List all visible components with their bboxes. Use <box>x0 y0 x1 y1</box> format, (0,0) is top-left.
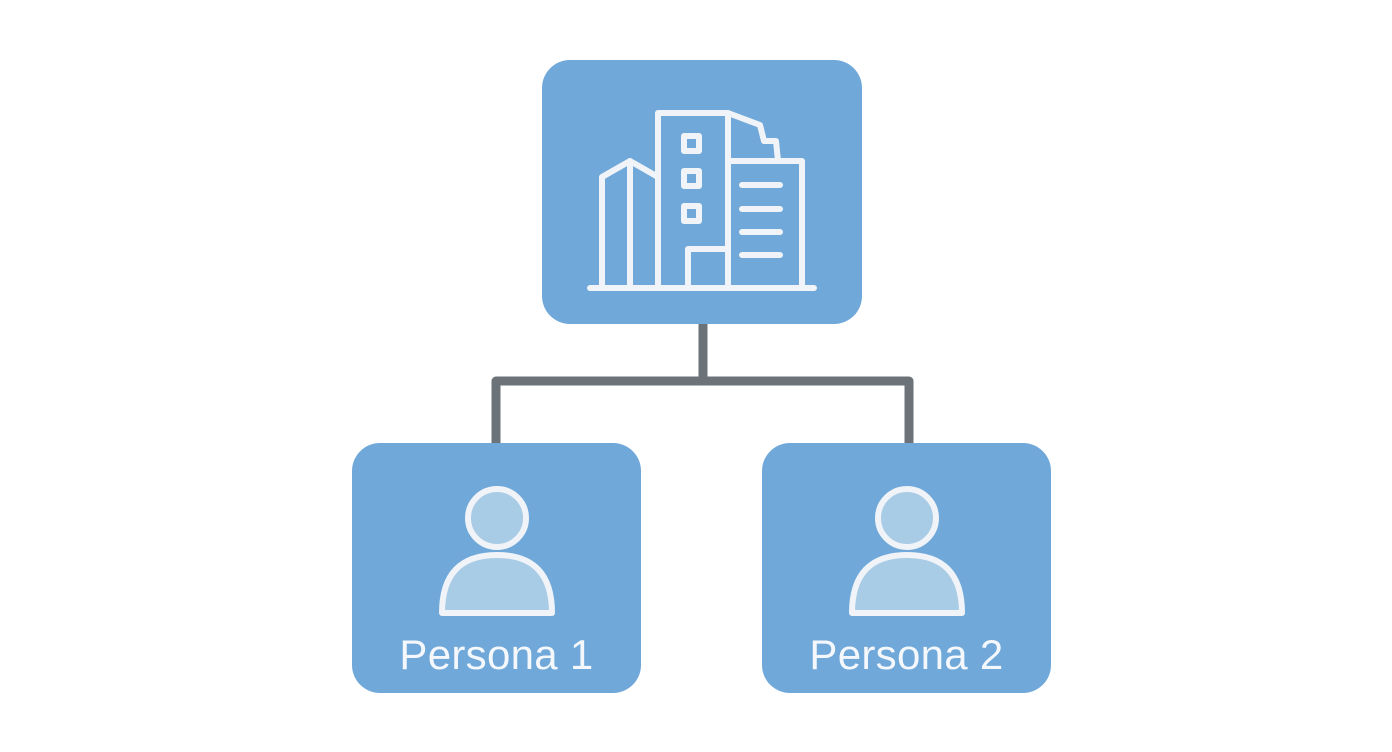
person-icon <box>439 486 555 616</box>
connector-horizontal-bar <box>491 376 914 444</box>
persona-2-node[interactable]: Persona 2 <box>762 443 1051 693</box>
company-node[interactable] <box>542 60 862 324</box>
person-icon <box>849 486 965 616</box>
building-icon <box>587 110 817 291</box>
persona-1-label: Persona 1 <box>399 631 594 678</box>
persona-2-label: Persona 2 <box>809 631 1004 678</box>
persona-1-node[interactable]: Persona 1 <box>352 443 641 693</box>
